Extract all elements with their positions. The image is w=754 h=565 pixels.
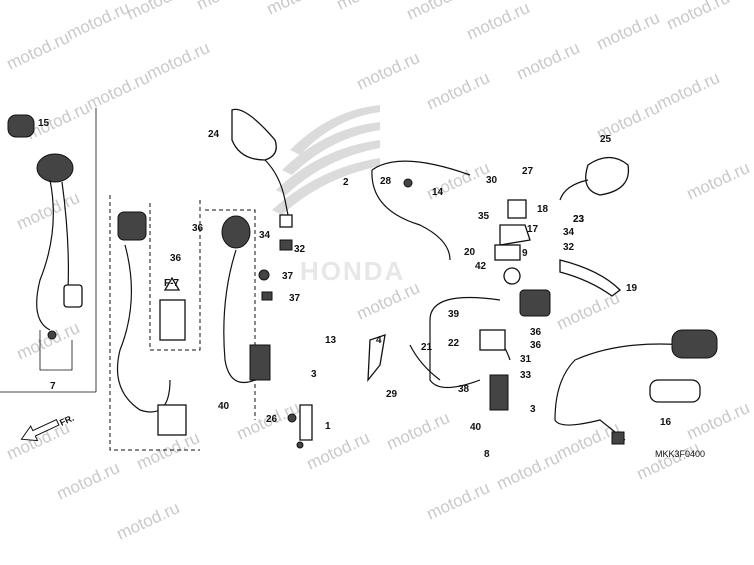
callout-9: 9 xyxy=(522,248,528,259)
callout-15: 15 xyxy=(38,118,50,129)
watermark: motod.ru xyxy=(634,438,703,484)
watermark: motod.ru xyxy=(354,48,423,94)
watermark: motod.ru xyxy=(264,0,333,19)
watermark: motod.ru xyxy=(84,68,153,114)
callout-3: 3 xyxy=(530,404,536,415)
callout-16: 16 xyxy=(660,417,672,428)
callout-40: 40 xyxy=(470,422,482,433)
watermark: motod.ru xyxy=(64,0,133,44)
grip-left-part xyxy=(7,114,35,138)
callout-36: 36 xyxy=(530,327,542,338)
mirror-right-part xyxy=(559,156,630,201)
right-harness-part xyxy=(554,329,718,445)
callout-7: 7 xyxy=(50,381,56,392)
callout-25: 25 xyxy=(600,134,612,145)
watermark: motod.ru xyxy=(114,498,183,544)
callout-35: 35 xyxy=(478,211,490,222)
callout-2: 2 xyxy=(343,177,349,188)
callout-29: 29 xyxy=(386,389,398,400)
callout-30: 30 xyxy=(486,175,498,186)
callout-32: 32 xyxy=(294,244,306,255)
throttle-cable-part xyxy=(367,296,511,411)
callout-36: 36 xyxy=(170,253,182,264)
watermark: motod.ru xyxy=(424,68,493,114)
callout-14: 14 xyxy=(432,187,444,198)
callout-21: 21 xyxy=(421,342,433,353)
callout-17: 17 xyxy=(527,224,539,235)
watermark: motod.ru xyxy=(514,38,583,84)
callout-28: 28 xyxy=(380,176,392,187)
callout-23: 23 xyxy=(573,214,585,225)
watermark: motod.ru xyxy=(384,408,453,454)
ref-label: F-7 xyxy=(164,278,179,289)
callout-18: 18 xyxy=(537,204,549,215)
watermark: motod.ru xyxy=(14,188,83,234)
brand-logo-text: HONDA xyxy=(300,256,405,286)
callout-42: 42 xyxy=(475,261,487,272)
callout-1: 1 xyxy=(325,421,331,432)
mirror-left-part xyxy=(231,108,293,251)
callout-19: 19 xyxy=(626,283,638,294)
callout-38: 38 xyxy=(458,384,470,395)
watermark: motod.ru xyxy=(124,0,193,24)
callout-3: 3 xyxy=(311,369,317,380)
watermark: motod.ru xyxy=(494,448,563,494)
callout-27: 27 xyxy=(522,166,534,177)
callout-36: 36 xyxy=(192,223,204,234)
switch-housing-left-part xyxy=(36,153,74,183)
watermark: motod.ru xyxy=(194,0,263,14)
callout-13: 13 xyxy=(325,335,337,346)
switch-housing-center-part xyxy=(221,215,273,384)
callout-26: 26 xyxy=(266,414,278,425)
callout-34: 34 xyxy=(259,230,271,241)
callout-22: 22 xyxy=(448,338,460,349)
callout-8: 8 xyxy=(484,449,490,460)
watermark: motod.ru xyxy=(684,158,753,204)
callout-40: 40 xyxy=(218,401,230,412)
watermark: motod.ru xyxy=(424,478,493,524)
honda-wing-logo: HONDA xyxy=(272,105,405,286)
callout-36: 36 xyxy=(530,340,542,351)
watermark: motod.ru xyxy=(684,398,753,444)
watermark: motod.ru xyxy=(304,428,373,474)
watermark: motod.ru xyxy=(664,0,733,34)
diagram-code: MKK3F0400 xyxy=(655,449,705,459)
watermark: motod.ru xyxy=(54,458,123,504)
watermark: motod.ru xyxy=(654,68,723,114)
switch-26-part xyxy=(287,404,313,449)
watermark: motod.ru xyxy=(594,8,663,54)
callout-4: 4 xyxy=(376,335,382,346)
callout-32: 32 xyxy=(563,242,575,253)
callout-31: 31 xyxy=(520,354,532,365)
front-arrow-label: FR. xyxy=(58,413,75,428)
ref-f7: F-7 xyxy=(164,278,179,289)
callout-20: 20 xyxy=(464,247,476,258)
inset-box xyxy=(109,195,256,451)
callout-24: 24 xyxy=(208,129,220,140)
watermark: motod.ru xyxy=(334,0,403,14)
callout-39: 39 xyxy=(448,309,460,320)
callout-33: 33 xyxy=(520,370,532,381)
watermark: motod.ru xyxy=(404,0,473,24)
callout-34: 34 xyxy=(563,227,575,238)
watermark: motod.ru xyxy=(144,38,213,84)
callout-37: 37 xyxy=(289,293,301,304)
left-assembly xyxy=(0,108,97,393)
watermark: motod.ru xyxy=(464,0,533,44)
watermark: motod.ru xyxy=(4,28,73,74)
master-cylinder-part xyxy=(494,199,621,317)
callout-37: 37 xyxy=(282,271,294,282)
callout-23: 23 xyxy=(573,214,585,225)
cable-2-part xyxy=(371,160,471,261)
